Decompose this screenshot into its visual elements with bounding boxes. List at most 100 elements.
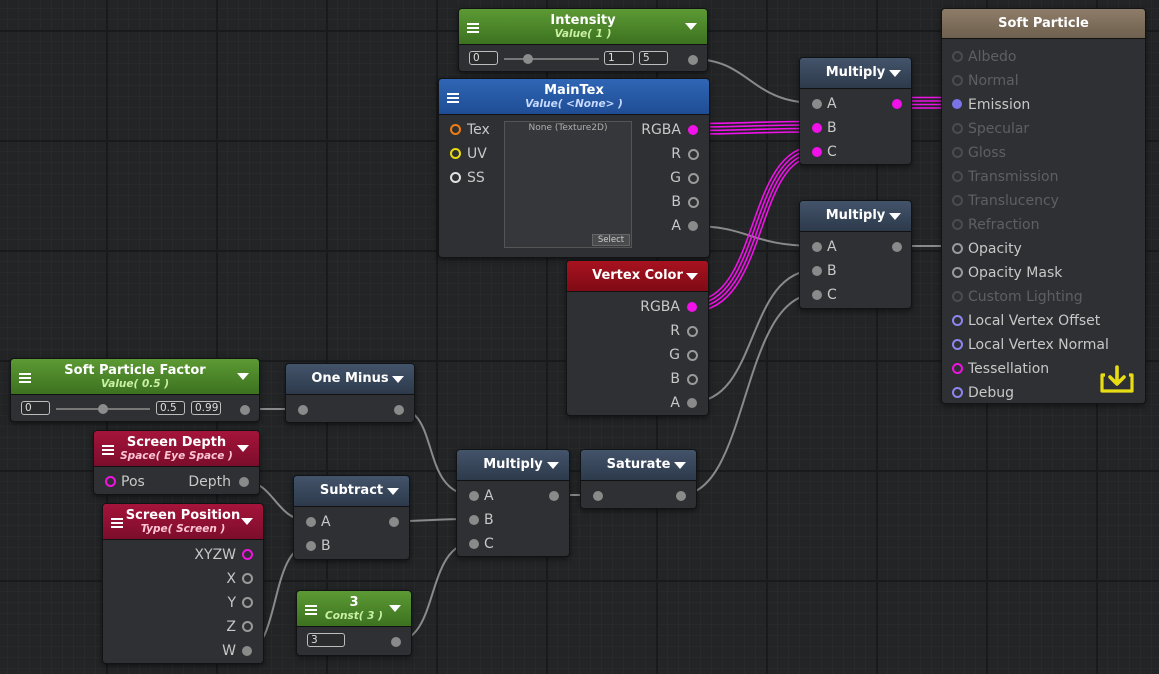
g-output-port[interactable]	[688, 173, 699, 184]
multiply-node-header[interactable]: Multiply	[800, 201, 911, 232]
chevron-down-icon[interactable]	[389, 605, 401, 612]
b-input-port[interactable]	[469, 515, 479, 525]
multiply-node-1[interactable]: Multiply A B C	[799, 57, 912, 165]
subtract-output-port[interactable]	[389, 517, 399, 527]
texture-preview[interactable]: None (Texture2D) Select	[504, 121, 632, 248]
output-node-header[interactable]: Soft Particle	[942, 9, 1145, 39]
menu-icon[interactable]	[19, 373, 31, 375]
a-output-port[interactable]	[688, 221, 698, 231]
chevron-down-icon[interactable]	[674, 462, 686, 469]
chevron-down-icon[interactable]	[889, 213, 901, 220]
saturate-node-header[interactable]: Saturate	[581, 450, 696, 481]
factor-max-field[interactable]: 0.99	[191, 401, 221, 415]
rgba-output-port[interactable]	[688, 125, 698, 135]
output-port-normal[interactable]	[952, 75, 963, 86]
b-input-port[interactable]	[812, 266, 822, 276]
one-minus-node-header[interactable]: One Minus	[286, 364, 414, 395]
c-input-port[interactable]	[469, 539, 479, 549]
a-input-port[interactable]	[812, 242, 822, 252]
tex-input-port[interactable]	[450, 124, 461, 135]
output-port-transmission[interactable]	[952, 171, 963, 182]
saturate-input-port[interactable]	[593, 491, 603, 501]
output-port-specular[interactable]	[952, 123, 963, 134]
factor-min-field[interactable]: 0	[21, 401, 50, 415]
const-output-port[interactable]	[391, 637, 401, 647]
one-minus-output-port[interactable]	[394, 405, 404, 415]
chevron-down-icon[interactable]	[686, 273, 698, 280]
download-icon[interactable]	[1099, 363, 1135, 395]
vertex-color-node[interactable]: Vertex Color RGBA R G B A	[566, 260, 709, 416]
intensity-output-port[interactable]	[688, 55, 698, 65]
r-output-port[interactable]	[688, 149, 699, 160]
maintex-node-header[interactable]: MainTex Value( <None> )	[439, 79, 709, 115]
chevron-down-icon[interactable]	[241, 518, 253, 525]
factor-value-field[interactable]: 0.5	[156, 401, 185, 415]
g-output-port[interactable]	[687, 350, 698, 361]
screen-position-node-header[interactable]: Screen Position Type( Screen )	[103, 504, 263, 540]
output-port-local-vertex-normal[interactable]	[952, 339, 963, 350]
one-minus-input-port[interactable]	[298, 405, 308, 415]
output-port-custom-lighting[interactable]	[952, 291, 963, 302]
b-input-port[interactable]	[812, 123, 822, 133]
b-output-port[interactable]	[688, 197, 699, 208]
output-port-debug[interactable]	[952, 387, 963, 398]
menu-icon[interactable]	[102, 445, 114, 447]
intensity-slider-track[interactable]	[504, 58, 599, 60]
r-output-port[interactable]	[687, 326, 698, 337]
depth-output-port[interactable]	[239, 477, 249, 487]
y-output-port[interactable]	[242, 597, 253, 608]
subtract-node-header[interactable]: Subtract	[294, 476, 409, 507]
soft-particle-factor-node[interactable]: Soft Particle Factor Value( 0.5 ) 0 0.5 …	[10, 358, 260, 422]
intensity-slider-thumb[interactable]	[523, 54, 533, 64]
multiply-output-port[interactable]	[892, 99, 902, 109]
intensity-max-field[interactable]: 5	[639, 51, 668, 65]
chevron-down-icon[interactable]	[237, 373, 249, 380]
c-input-port[interactable]	[812, 290, 822, 300]
rgba-output-port[interactable]	[687, 302, 697, 312]
a-input-port[interactable]	[469, 491, 479, 501]
output-port-albedo[interactable]	[952, 51, 963, 62]
output-port-opacity-mask[interactable]	[952, 267, 963, 278]
a-input-port[interactable]	[812, 99, 822, 109]
chevron-down-icon[interactable]	[547, 462, 559, 469]
screen-depth-node[interactable]: Screen Depth Space( Eye Space ) Pos Dept…	[93, 430, 260, 495]
output-port-tessellation[interactable]	[952, 363, 963, 374]
b-input-port[interactable]	[306, 541, 316, 551]
output-port-refraction[interactable]	[952, 219, 963, 230]
c-input-port[interactable]	[812, 147, 822, 157]
intensity-node[interactable]: Intensity Value( 1 ) 0 1 5	[458, 8, 708, 72]
intensity-min-field[interactable]: 0	[469, 51, 498, 65]
chevron-down-icon[interactable]	[387, 488, 399, 495]
multiply-output-port[interactable]	[892, 242, 902, 252]
a-input-port[interactable]	[306, 517, 316, 527]
uv-input-port[interactable]	[450, 148, 461, 159]
const-value-field[interactable]: 3	[307, 633, 345, 647]
menu-icon[interactable]	[447, 93, 459, 95]
multiply-node-2[interactable]: Multiply A B C	[799, 200, 912, 309]
xyzw-output-port[interactable]	[242, 549, 253, 560]
multiply-node-header[interactable]: Multiply	[800, 58, 911, 89]
screen-position-node[interactable]: Screen Position Type( Screen ) XYZW X Y …	[102, 503, 264, 664]
chevron-down-icon[interactable]	[685, 23, 697, 30]
output-port-gloss[interactable]	[952, 147, 963, 158]
intensity-value-field[interactable]: 1	[604, 51, 634, 65]
vertex-color-node-header[interactable]: Vertex Color	[567, 261, 708, 292]
factor-node-header[interactable]: Soft Particle Factor Value( 0.5 )	[11, 359, 259, 395]
menu-icon[interactable]	[305, 605, 317, 607]
chevron-down-icon[interactable]	[392, 376, 404, 383]
pos-input-port[interactable]	[105, 476, 116, 487]
saturate-node[interactable]: Saturate	[580, 449, 697, 509]
output-port-opacity[interactable]	[952, 243, 963, 254]
ss-input-port[interactable]	[450, 172, 461, 183]
const-3-node[interactable]: 3 Const( 3 ) 3	[296, 590, 412, 656]
multiply-output-port[interactable]	[549, 491, 559, 501]
menu-icon[interactable]	[111, 518, 123, 520]
b-output-port[interactable]	[687, 374, 698, 385]
texture-select-button[interactable]: Select	[592, 234, 630, 246]
output-port-translucency[interactable]	[952, 195, 963, 206]
const-node-header[interactable]: 3 Const( 3 )	[297, 591, 411, 627]
screen-depth-node-header[interactable]: Screen Depth Space( Eye Space )	[94, 431, 259, 467]
chevron-down-icon[interactable]	[237, 445, 249, 452]
x-output-port[interactable]	[242, 573, 253, 584]
